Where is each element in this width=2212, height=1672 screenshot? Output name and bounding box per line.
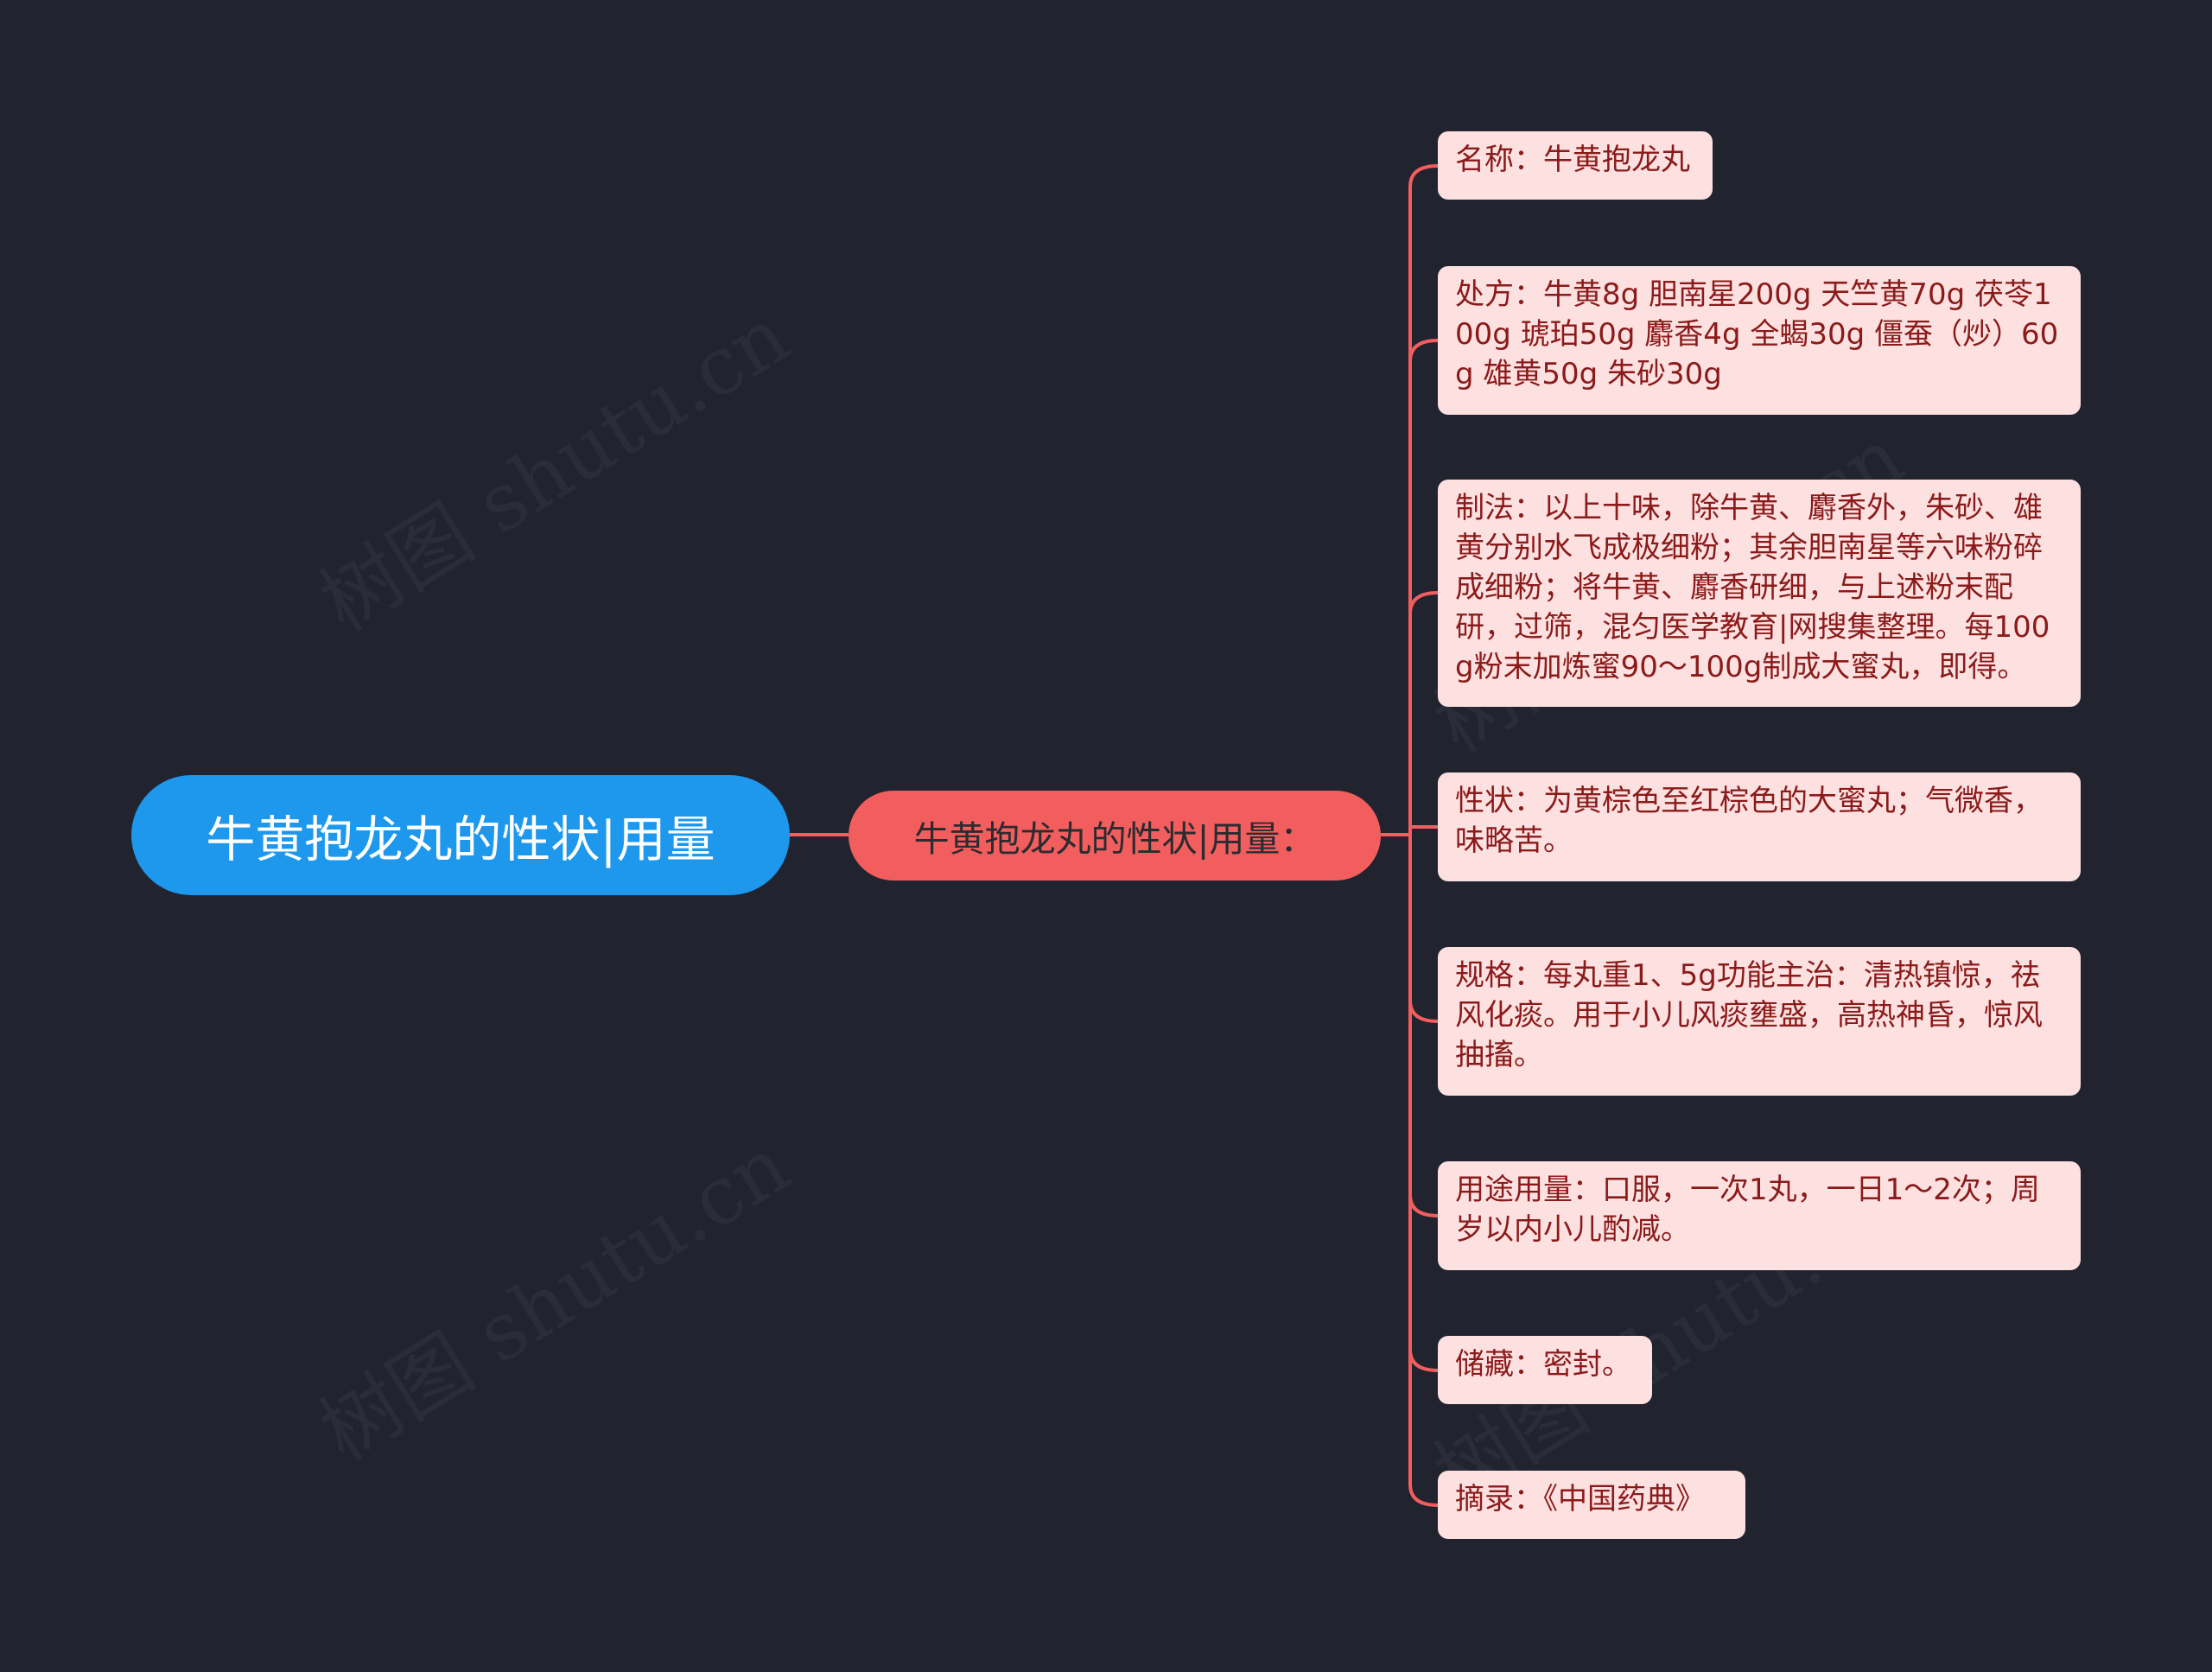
leaf-node-prescription[interactable]: 处方：牛黄8g 胆南星200g 天竺黄70g 茯苓100g 琥珀50g 麝香4g… bbox=[1438, 266, 2081, 415]
leaf-node-preparation[interactable]: 制法：以上十味，除牛黄、麝香外，朱砂、雄黄分别水飞成极细粉；其余胆南星等六味粉碎… bbox=[1438, 480, 2081, 707]
root-node[interactable]: 牛黄抱龙丸的性状|用量 bbox=[131, 775, 790, 895]
leaf-label: 名称：牛黄抱龙丸 bbox=[1455, 143, 1690, 177]
leaf-connector-7 bbox=[1408, 835, 1439, 1507]
leaf-connector-1 bbox=[1408, 339, 1439, 835]
leaf-label: 规格：每丸重1、5g功能主治：清热镇惊，祛风化痰。用于小儿风痰壅盛，高热神昏，惊… bbox=[1455, 958, 2043, 1072]
root-node-label: 牛黄抱龙丸的性状|用量 bbox=[206, 811, 715, 868]
leaf-connector-3 bbox=[1408, 824, 1438, 835]
leaf-node-source[interactable]: 摘录：《中国药典》 bbox=[1438, 1471, 1745, 1539]
leaf-connector-4 bbox=[1408, 835, 1439, 1023]
leaf-node-name[interactable]: 名称：牛黄抱龙丸 bbox=[1438, 131, 1713, 200]
leaf-label: 用途用量：口服，一次1丸，一日1～2次；周岁以内小儿酌减。 bbox=[1455, 1173, 2040, 1247]
leaf-connector-6 bbox=[1408, 835, 1439, 1372]
leaf-node-specification[interactable]: 规格：每丸重1、5g功能主治：清热镇惊，祛风化痰。用于小儿风痰壅盛，高热神昏，惊… bbox=[1438, 947, 2081, 1096]
leaf-connector-2 bbox=[1408, 591, 1439, 835]
branch-node[interactable]: 牛黄抱龙丸的性状|用量： bbox=[849, 791, 1381, 881]
branch-node-label: 牛黄抱龙丸的性状|用量： bbox=[913, 818, 1316, 860]
leaf-connector-0 bbox=[1408, 164, 1439, 835]
leaf-node-dosage[interactable]: 用途用量：口服，一次1丸，一日1～2次；周岁以内小儿酌减。 bbox=[1438, 1161, 2081, 1270]
leaf-node-storage[interactable]: 储藏：密封。 bbox=[1438, 1336, 1652, 1404]
leaf-connector-5 bbox=[1408, 835, 1439, 1217]
leaf-label: 储藏：密封。 bbox=[1455, 1347, 1631, 1382]
leaf-label: 性状：为黄棕色至红棕色的大蜜丸；气微香，味略苦。 bbox=[1455, 784, 2043, 858]
leaf-node-appearance[interactable]: 性状：为黄棕色至红棕色的大蜜丸；气微香，味略苦。 bbox=[1438, 772, 2081, 881]
leaf-label: 制法：以上十味，除牛黄、麝香外，朱砂、雄黄分别水飞成极细粉；其余胆南星等六味粉碎… bbox=[1455, 491, 2050, 684]
leaf-label: 处方：牛黄8g 胆南星200g 天竺黄70g 茯苓100g 琥珀50g 麝香4g… bbox=[1455, 277, 2059, 391]
leaf-label: 摘录：《中国药典》 bbox=[1455, 1482, 1705, 1516]
